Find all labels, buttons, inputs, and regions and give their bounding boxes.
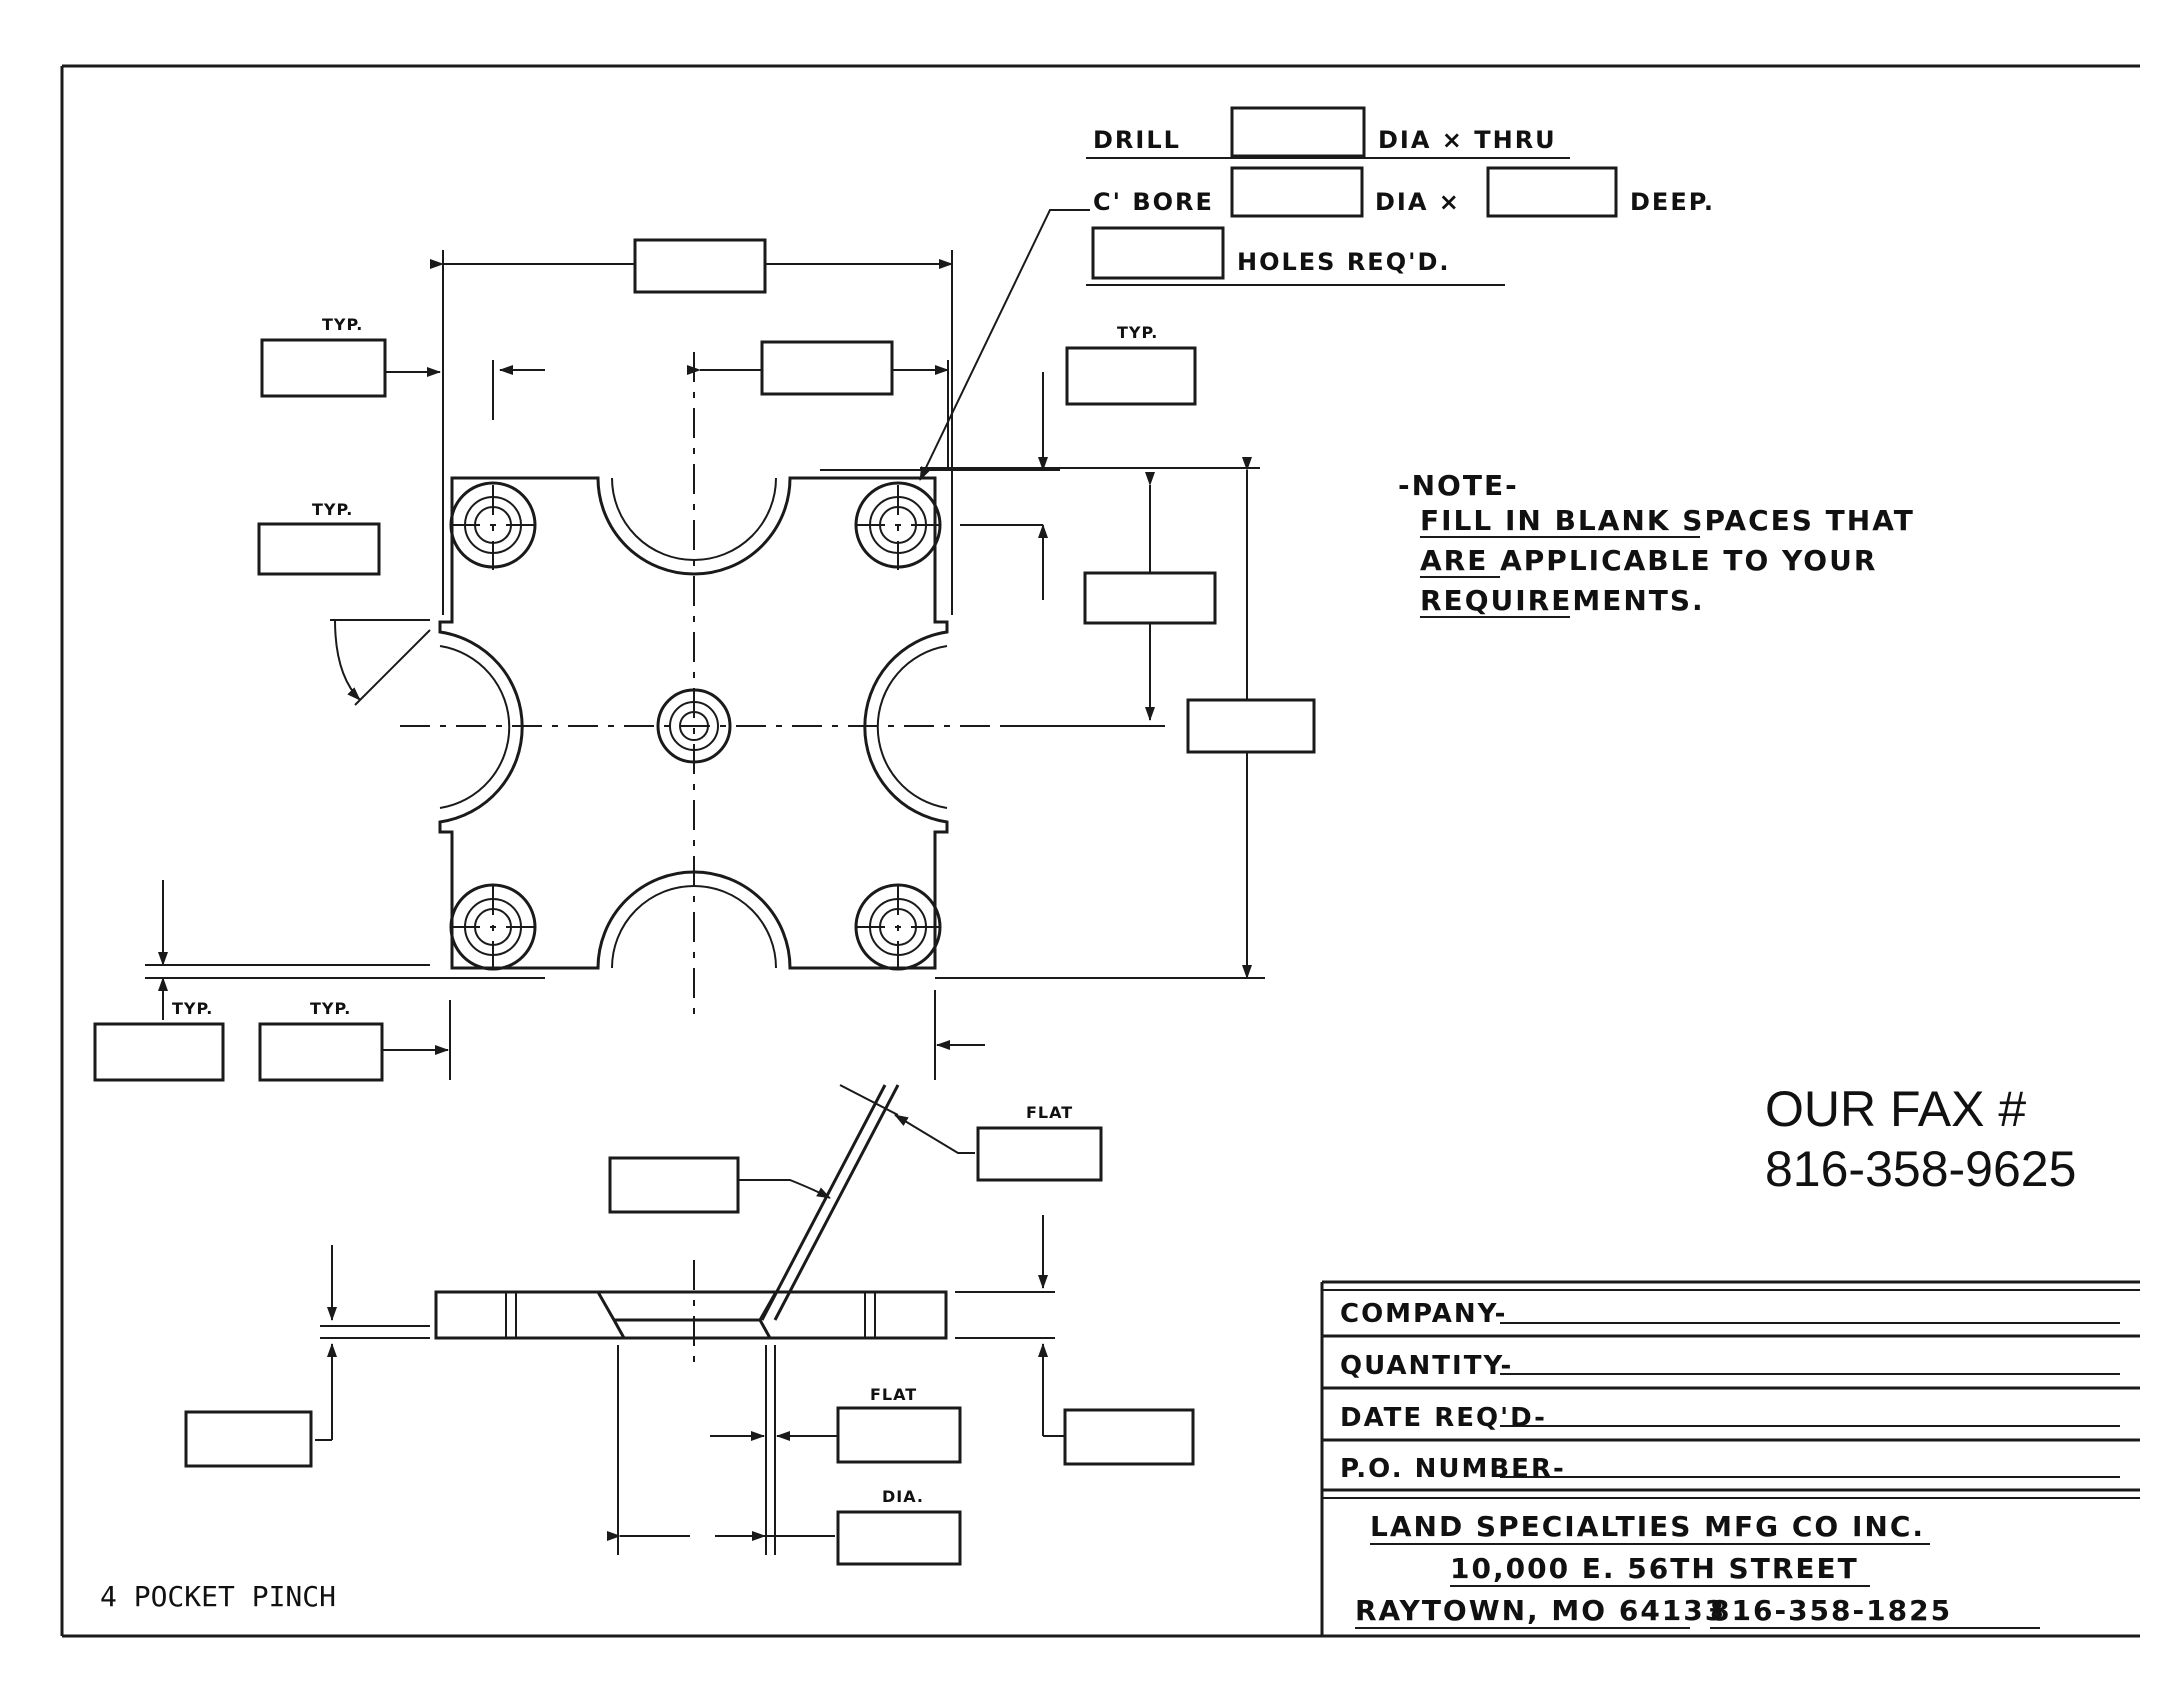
title-block: COMPANY- QUANTITY- DATE REQ'D- P.O. NUMB…: [1320, 1280, 2140, 1636]
dia-x-label: DIA ×: [1375, 188, 1461, 216]
dimension-boxes-top: [93, 238, 1316, 1082]
drill-callout: DRILL DIA × THRU C' BORE DIA × DEEP. HOL…: [1086, 106, 1715, 286]
note-line-2: ARE APPLICABLE TO YOUR: [1420, 544, 1877, 577]
note-line-1: FILL IN BLANK SPACES THAT: [1420, 504, 1915, 537]
date-reqd-label: DATE REQ'D-: [1340, 1403, 1547, 1433]
address-line-1: LAND SPECIALTIES MFG CO INC.: [1370, 1510, 1925, 1543]
address-line-3a: RAYTOWN, MO 64133: [1355, 1594, 1726, 1627]
deep-label: DEEP.: [1630, 188, 1715, 216]
typ-label-4: TYP.: [172, 999, 213, 1018]
typ-label-3: TYP.: [312, 500, 353, 519]
company-label: COMPANY-: [1340, 1299, 1507, 1329]
typ-label-5: TYP.: [310, 999, 351, 1018]
holes-reqd-label: HOLES REQ'D.: [1237, 248, 1450, 276]
note-line-3: REQUIREMENTS.: [1420, 584, 1705, 617]
drill-label: DRILL: [1093, 126, 1181, 154]
typ-label-1: TYP.: [322, 315, 363, 334]
part-name: 4 POCKET PINCH: [100, 1580, 336, 1613]
note-heading: -NOTE-: [1398, 469, 1519, 502]
dia-label: DIA.: [882, 1487, 924, 1506]
top-view-dimensions: [145, 209, 1265, 1080]
side-view-dimensions: [315, 1084, 1065, 1555]
flat-label-2: FLAT: [870, 1385, 917, 1404]
flat-label-1: FLAT: [1026, 1103, 1073, 1122]
dia-thru-label: DIA × THRU: [1378, 126, 1557, 154]
address-line-3b: 816-358-1825: [1710, 1594, 1952, 1627]
fax-number: 816-358-9625: [1765, 1141, 2076, 1197]
po-number-label: P.O. NUMBER-: [1340, 1454, 1566, 1484]
typ-label-2: TYP.: [1117, 323, 1158, 342]
fill-in-note: -NOTE- FILL IN BLANK SPACES THAT ARE APP…: [1398, 469, 1915, 618]
address-line-2: 10,000 E. 56TH STREET: [1450, 1552, 1859, 1585]
top-view: [400, 352, 990, 1020]
fax-label: OUR FAX #: [1765, 1081, 2026, 1137]
quantity-label: QUANTITY-: [1340, 1351, 1513, 1381]
sheet-border: [60, 64, 2140, 1638]
dimension-boxes-side: [184, 1126, 1195, 1566]
side-view: [434, 1084, 948, 1370]
cbore-label: C' BORE: [1093, 188, 1214, 216]
